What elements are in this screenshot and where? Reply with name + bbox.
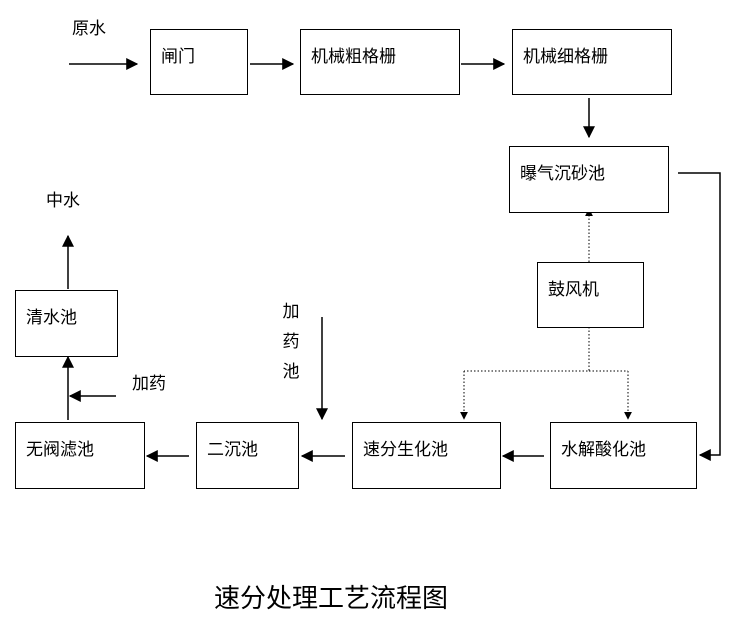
dosing-vertical-label: 加药池: [282, 302, 300, 382]
fine-grid-box: 机械细格栅: [512, 29, 672, 95]
bio-tank-box: 速分生化池: [352, 422, 501, 489]
gate-box: 闸门: [150, 29, 248, 95]
grit-chamber-label: 曝气沉砂池: [520, 164, 605, 184]
blower-label: 鼓风机: [548, 280, 599, 300]
hydrolysis-box: 水解酸化池: [550, 422, 697, 489]
secondary-clarifier-label: 二沉池: [207, 440, 258, 460]
coarse-grid-label: 机械粗格栅: [311, 47, 396, 67]
blower-air-line: [464, 327, 590, 372]
diagram-title: 速分处理工艺流程图: [214, 584, 449, 614]
clear-water-tank-label: 清水池: [26, 308, 77, 328]
valveless-filter-box: 无阀滤池: [15, 422, 145, 489]
secondary-clarifier-box: 二沉池: [196, 422, 299, 489]
clear-water-tank-box: 清水池: [15, 290, 118, 357]
reclaimed-water-label: 中水: [46, 191, 80, 211]
gate-label: 闸门: [161, 47, 195, 67]
grit-chamber-box: 曝气沉砂池: [509, 146, 669, 213]
fine-grid-label: 机械细格栅: [523, 47, 608, 67]
dosing-filter-label: 加药: [132, 374, 166, 394]
hydrolysis-label: 水解酸化池: [561, 440, 646, 460]
coarse-grid-box: 机械粗格栅: [300, 29, 460, 95]
raw-water-label: 原水: [72, 19, 106, 39]
valveless-filter-label: 无阀滤池: [26, 440, 94, 460]
arrow-grit-to-hydrolysis: [678, 172, 721, 461]
bio-tank-label: 速分生化池: [363, 440, 448, 460]
blower-box: 鼓风机: [537, 262, 644, 328]
